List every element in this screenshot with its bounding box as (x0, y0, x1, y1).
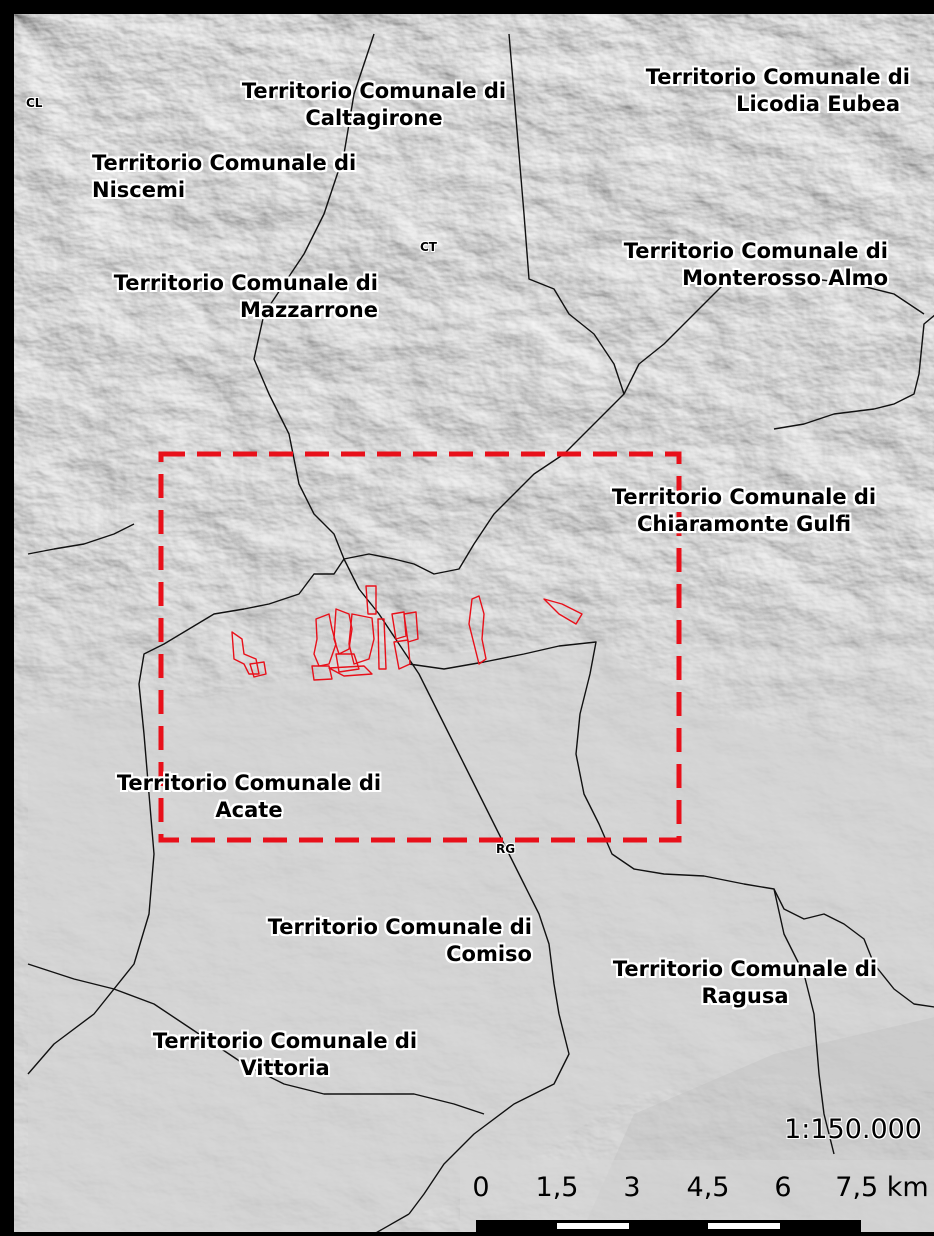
province-label-ct: CT (420, 240, 437, 254)
parcel-13 (377, 618, 387, 670)
label-caltagirone: Territorio Comunale di Caltagirone (241, 79, 507, 130)
scale-segment-5 (780, 1220, 861, 1232)
scale-tick-1: 1,5 (535, 1172, 579, 1203)
label-vittoria: Territorio Comunale di Vittoria (152, 1029, 418, 1080)
scale-tick-5: 7,5 km (835, 1172, 929, 1203)
parcel-15 (543, 598, 583, 625)
scale-tick-4: 6 (774, 1172, 792, 1203)
scale-ratio: 1:150.000 (784, 1114, 922, 1145)
parcel-7 (311, 665, 333, 681)
hillshade-map[interactable] (14, 14, 934, 1236)
label-niscemi: Territorio Comunale di Niscemi (92, 151, 357, 202)
label-mazzarrone: Territorio Comunale di Mazzarrone (113, 271, 378, 322)
parcel-6 (335, 653, 360, 673)
province-label-rg: RG (496, 842, 516, 856)
project-parcels[interactable] (231, 585, 583, 681)
scale-segment-1 (476, 1220, 557, 1232)
parcel-14 (468, 595, 487, 665)
scale-segment-3 (629, 1220, 708, 1232)
boundary-vittoria (27, 963, 485, 1115)
scale-segment-2 (554, 1220, 632, 1232)
study-area-box[interactable] (158, 451, 682, 843)
scale-tick-0: 0 (472, 1172, 490, 1203)
parcel-8 (328, 665, 373, 677)
parcel-9 (365, 585, 377, 615)
boundary-monterosso-east (773, 314, 934, 430)
parcel-3 (313, 613, 337, 667)
label-comiso: Territorio Comunale di Comiso (267, 915, 532, 966)
parcel-4 (333, 608, 353, 655)
boundary-comiso-chiaramonte (408, 641, 934, 1008)
label-chiaramonte-gulfi: Territorio Comunale di Chiaramonte Gulfi (611, 485, 877, 536)
scale-tick-2: 3 (623, 1172, 641, 1203)
parcel-11 (393, 639, 411, 670)
boundary-niscemi-west (27, 523, 135, 555)
scale-segment-4 (705, 1220, 783, 1232)
boundary-chiaramonte-north (343, 393, 625, 575)
boundary-mazzarrone-west (27, 558, 345, 1075)
boundary-caltagirone-mazzarrone (253, 33, 375, 560)
boundary-vittoria-coast (376, 1213, 410, 1232)
parcel-10 (391, 611, 407, 640)
label-ragusa: Territorio Comunale di Ragusa (612, 957, 878, 1008)
municipal-boundaries (27, 33, 934, 1232)
lowland-plain (28, 644, 934, 1232)
label-acate: Territorio Comunale di Acate (116, 771, 382, 822)
parcel-1 (231, 631, 260, 675)
parcel-5 (348, 613, 375, 665)
label-licodia-eubea: Territorio Comunale di Licodia Eubea (645, 65, 910, 116)
label-monterosso-almo: Territorio Comunale di Monterosso Almo (623, 239, 888, 290)
parcel-12 (403, 611, 419, 643)
parcel-2 (249, 661, 267, 678)
province-label-cl: CL (26, 96, 43, 110)
boundary-ragusa-south (773, 888, 835, 1155)
scale-tick-3: 4,5 (686, 1172, 730, 1203)
